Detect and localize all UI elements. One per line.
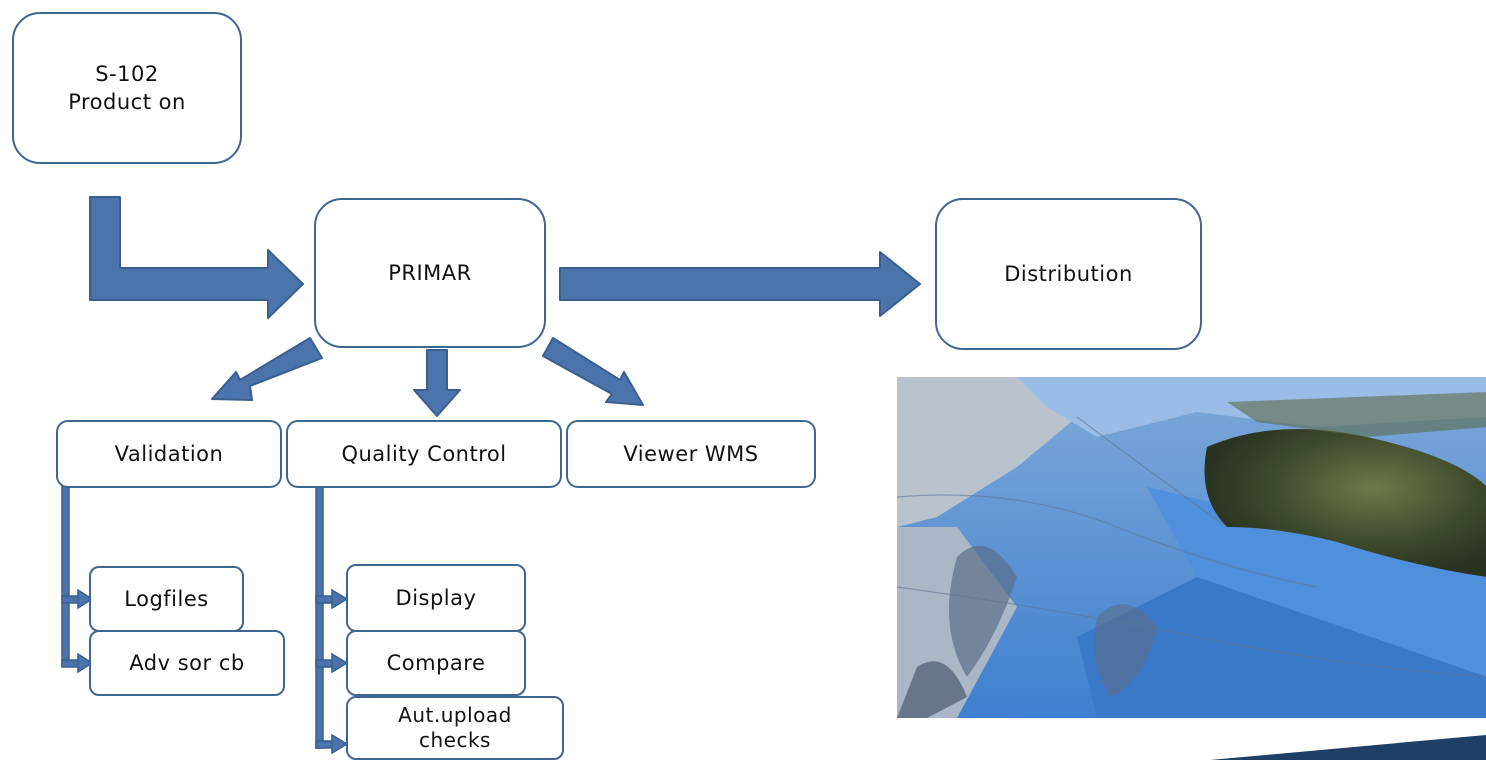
logfiles-box: Logfiles xyxy=(89,566,244,632)
quality-control-label: Quality Control xyxy=(341,441,507,466)
autoupload-box: Aut.upload checks xyxy=(346,696,564,760)
display-arrowhead xyxy=(331,588,349,610)
display-label: Display xyxy=(395,585,477,610)
advisor-arrowhead xyxy=(77,652,94,674)
advisor-label: Adv sor cb xyxy=(129,650,245,675)
bathymetry-3d-render-image xyxy=(897,377,1486,718)
primar-box: PRIMAR xyxy=(314,198,546,348)
primar-to-distribution-arrow xyxy=(559,251,921,317)
distribution-box: Distribution xyxy=(935,198,1202,350)
validation-trunk xyxy=(61,485,70,667)
viewer-wms-label: Viewer WMS xyxy=(623,441,759,466)
primar-to-validation-arrow xyxy=(211,337,323,401)
primar-label: PRIMAR xyxy=(388,260,472,285)
production-to-primar-arrow xyxy=(89,196,304,319)
advisor-box: Adv sor cb xyxy=(89,630,285,696)
logfiles-arrowhead xyxy=(77,588,94,610)
compare-label: Compare xyxy=(386,650,486,675)
quality-control-box: Quality Control xyxy=(286,420,562,488)
autoupload-label: Aut.upload checks xyxy=(398,703,512,752)
primar-to-viewer-arrow xyxy=(542,337,644,406)
compare-box: Compare xyxy=(346,630,526,696)
quality-trunk xyxy=(315,485,324,749)
validation-box: Validation xyxy=(56,420,282,488)
display-box: Display xyxy=(346,564,526,632)
logfiles-label: Logfiles xyxy=(124,586,209,611)
compare-arrowhead xyxy=(331,652,349,674)
validation-label: Validation xyxy=(114,441,224,466)
viewer-wms-box: Viewer WMS xyxy=(566,420,816,488)
production-label: S-102 Product on xyxy=(68,61,186,114)
primar-to-quality-arrow xyxy=(413,349,461,417)
distribution-label: Distribution xyxy=(1004,261,1133,286)
autoupload-arrowhead xyxy=(331,733,349,755)
production-box: S-102 Product on xyxy=(12,12,242,164)
accent-bar xyxy=(1210,735,1486,760)
